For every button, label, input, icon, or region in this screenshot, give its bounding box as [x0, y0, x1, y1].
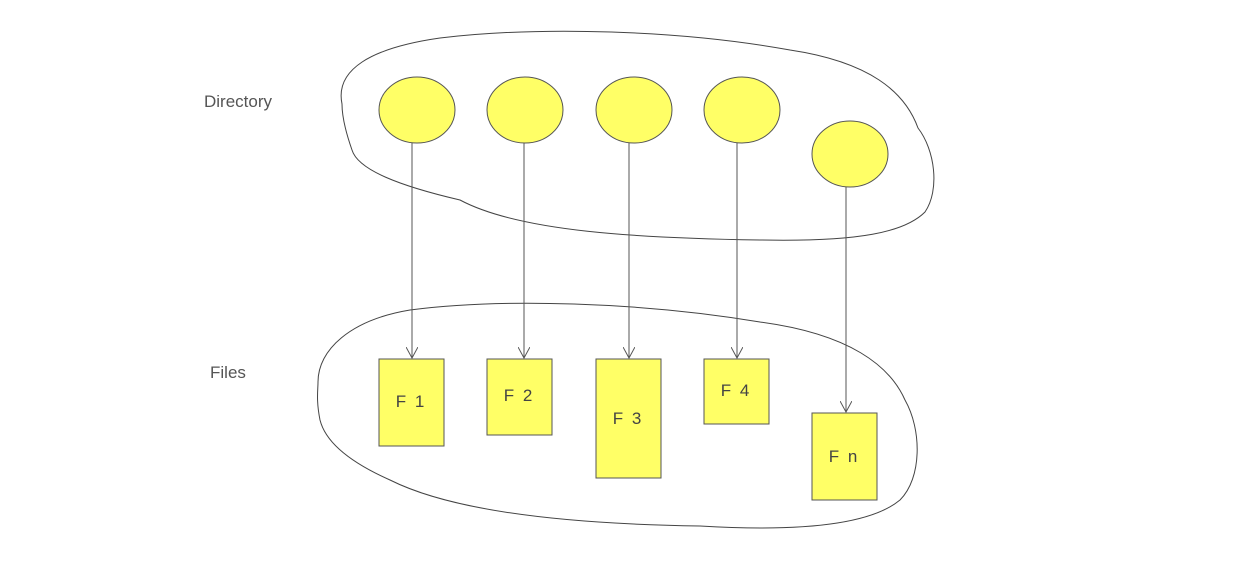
directory-entry-n: [811, 120, 889, 188]
file-label-1: F 1: [396, 392, 427, 411]
files-label: Files: [210, 363, 246, 382]
file-box-1: [378, 358, 445, 447]
directory-label: Directory: [204, 92, 273, 111]
directory-region-outline: [340, 30, 935, 241]
file-label-4: F 4: [721, 381, 752, 400]
file-box-3: [595, 358, 662, 479]
file-box-n: [811, 412, 878, 501]
directory-entry-4: [703, 76, 781, 144]
directory-entry-1: [378, 76, 456, 144]
file-box-2: [486, 358, 553, 436]
file-box-4: [703, 358, 770, 425]
directory-entry-2: [486, 76, 564, 144]
files-region-outline: [317, 302, 918, 529]
file-label-3: F 3: [613, 409, 644, 428]
file-label-2: F 2: [504, 386, 535, 405]
file-label-n: F n: [829, 447, 860, 466]
directory-entry-3: [595, 76, 673, 144]
